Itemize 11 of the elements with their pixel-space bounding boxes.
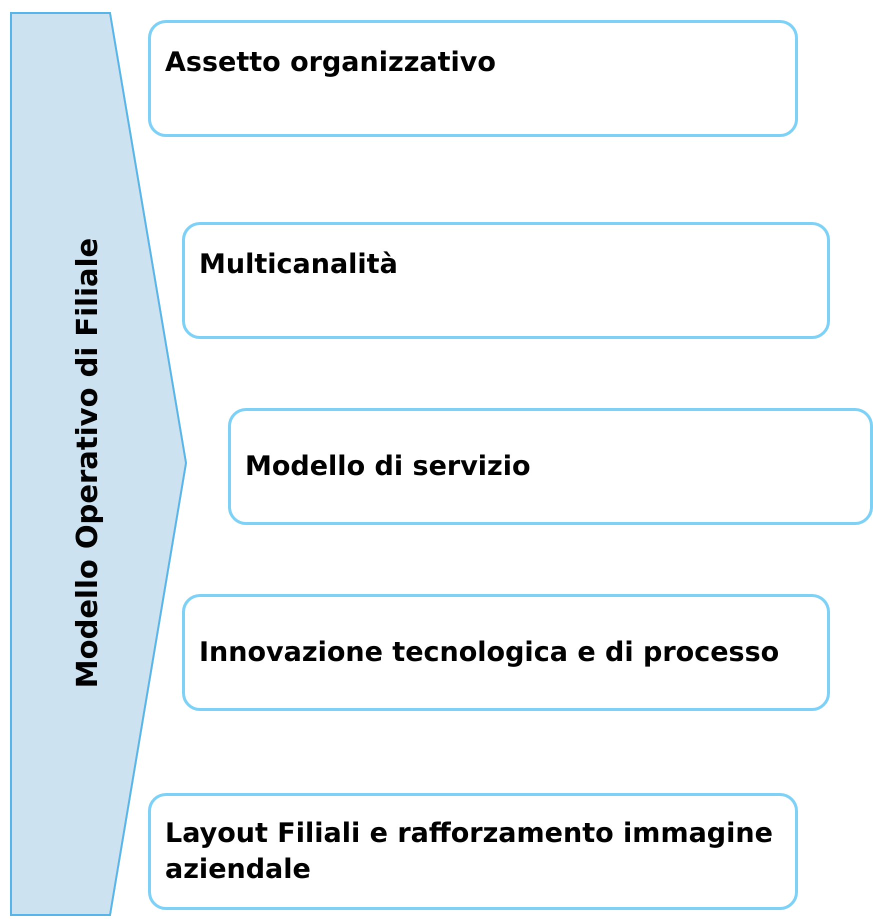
topic-box <box>148 20 798 137</box>
box-label: Multicanalità <box>199 248 398 282</box>
topic-box <box>228 408 873 525</box>
box-label: Modello di servizio <box>245 450 531 484</box>
topic-box <box>182 594 830 711</box>
box-label: Innovazione tecnologica e di processo <box>199 636 780 670</box>
box-label: Assetto organizzativo <box>165 46 496 80</box>
topic-box <box>148 793 798 910</box>
band-title: Modello Operativo di Filiale <box>69 238 106 688</box>
box-label: Layout Filiali e rafforzamento immagine aziendale <box>165 817 774 886</box>
topic-box <box>182 222 830 339</box>
